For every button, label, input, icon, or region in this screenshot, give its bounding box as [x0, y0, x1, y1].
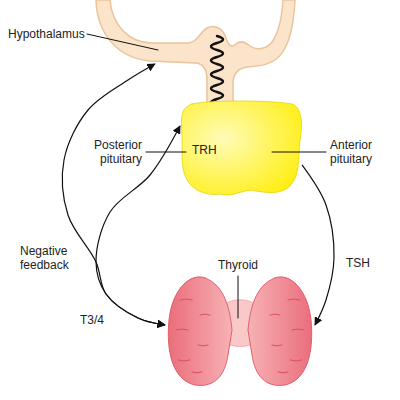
- hormone-label: T3/4: [80, 313, 120, 327]
- hypothalamus-region: Hypothalamus: [96, 0, 302, 64]
- organ-label: Thyroid: [218, 258, 258, 272]
- thyroid-lobe: [248, 277, 312, 386]
- label-box: T3/4: [80, 313, 120, 327]
- pituitary-gland: TRH: [180, 100, 302, 195]
- thyroid-gland: Thyroid: [165, 258, 315, 388]
- leader-line: [238, 276, 239, 318]
- organ-label: Hypothalamus: [8, 27, 85, 41]
- label-box: Anterior pituitary: [330, 138, 386, 166]
- label-box: Posterior pituitary: [86, 138, 142, 166]
- part-label: Posterior pituitary: [86, 138, 142, 166]
- tissue-texture: [176, 299, 304, 373]
- part-label: Anterior pituitary: [330, 138, 386, 166]
- leader-line: [87, 34, 158, 50]
- label-box: Negative feedback: [20, 244, 76, 272]
- edge-label-box: TSH: [344, 256, 372, 270]
- thyroid-lobe: [168, 277, 232, 386]
- feedback-arrow: [62, 64, 165, 325]
- note-label: Negative feedback: [20, 244, 76, 272]
- outline: [165, 258, 315, 388]
- hormone-label: TSH: [346, 256, 370, 270]
- outline: [96, 0, 302, 64]
- hypothalamus-outline: [96, 0, 295, 114]
- leader-line: [272, 152, 326, 153]
- pituitary-outline: [181, 101, 301, 195]
- leader-line: [146, 152, 186, 153]
- hormone-label: TRH: [192, 143, 217, 157]
